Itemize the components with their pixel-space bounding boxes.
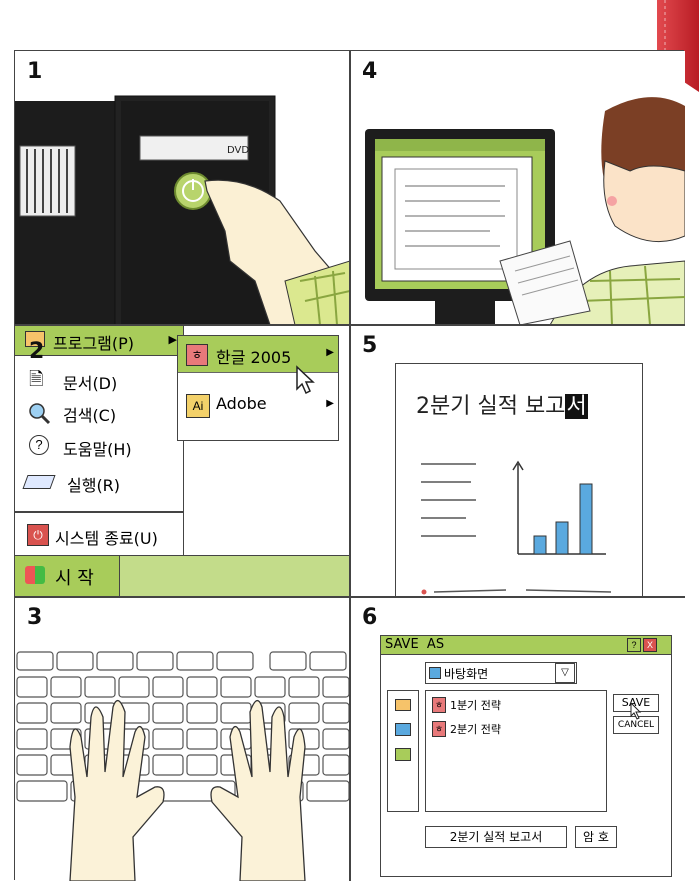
divider-horizontal-1 — [15, 324, 685, 326]
adobe-app-icon: Ai — [186, 394, 210, 418]
panel-write-report: 5 2분기 실적 보고서 — [350, 325, 685, 597]
file-list: ㅎ 1분기 전략 ㅎ 2분기 전략 — [425, 690, 607, 812]
keyboard-hands-illustration — [16, 651, 350, 881]
location-dropdown[interactable]: 바탕화면 — [425, 662, 577, 684]
help-button[interactable]: ? — [627, 638, 641, 652]
password-button[interactable]: 암 호 — [575, 826, 617, 848]
panel-number: 5 — [362, 333, 378, 358]
submenu-item-hangul[interactable]: ㅎ 한글 2005 ▶ — [178, 336, 338, 373]
places-sidebar — [387, 690, 419, 812]
report-content-illustration — [421, 460, 612, 595]
power-icon: ⏻ — [27, 524, 49, 546]
chart-bar-1 — [533, 535, 547, 555]
computer-icon[interactable] — [395, 723, 411, 736]
start-menu: 프로그램(P) ▶ 🗎 문서(D) 검색(C) ? 도움말(H) 실행(R) ⏻ — [15, 325, 184, 555]
divider-vertical — [349, 51, 351, 881]
divider-horizontal-2 — [15, 596, 685, 598]
menu-item-label: 도움말(H) — [63, 440, 132, 459]
panel-power-on: 1 DVD — [15, 51, 350, 325]
menu-item-programs[interactable]: 프로그램(P) ▶ — [15, 325, 183, 356]
mouse-cursor-icon — [296, 365, 315, 395]
help-icon: ? — [29, 435, 49, 455]
chart-bar-2 — [555, 521, 569, 555]
location-value: 바탕화면 — [444, 667, 489, 681]
file-name: 1분기 전략 — [450, 699, 501, 712]
menu-item-shutdown[interactable]: ⏻ 시스템 종료(U) — [15, 520, 183, 550]
menu-item-documents[interactable]: 🗎 문서(D) — [15, 365, 183, 395]
panel-start-menu: 2 프로그램(P) ▶ 🗎 문서(D) 검색(C) ? 도움말(H) — [15, 325, 350, 597]
save-as-dialog: SAVE AS ? X 바탕화면 ▽ ㅎ 1분기 전략 ㅎ — [380, 635, 672, 877]
document-title: 2분기 실적 보고서 — [416, 388, 588, 420]
submenu-item-label: Adobe — [216, 394, 267, 413]
menu-item-label: 문서(D) — [63, 374, 118, 393]
start-button[interactable]: 시 작 — [15, 556, 120, 596]
mouse-cursor-icon — [630, 702, 642, 720]
dialog-titlebar: SAVE AS ? X — [381, 636, 671, 655]
menu-item-label: 실행(R) — [67, 476, 121, 495]
hangul-app-icon: ㅎ — [186, 344, 208, 366]
computer-tower-illustration: DVD — [15, 95, 350, 325]
start-bar: 시 작 — [15, 555, 350, 597]
storyboard-frame: 1 DVD 4 — [14, 50, 685, 881]
menu-item-label: 시스템 종료(U) — [55, 529, 158, 548]
search-icon — [29, 403, 51, 425]
submenu-item-label: 한글 2005 — [216, 348, 292, 367]
panel-read-document: 4 — [350, 51, 685, 325]
submenu-item-adobe[interactable]: Ai Adobe ▶ — [178, 388, 338, 424]
panel-number: 3 — [27, 605, 43, 630]
document-icon: 🗎 — [29, 369, 44, 389]
run-icon — [22, 475, 56, 489]
dialog-title: SAVE AS — [385, 637, 445, 652]
panel-number: 6 — [362, 605, 378, 630]
person-reading-monitor-illustration — [365, 97, 685, 325]
folder-icon — [25, 331, 45, 347]
menu-item-label: 프로그램(P) — [53, 334, 135, 353]
document-page: 2분기 실적 보고서 — [395, 363, 643, 597]
menu-divider — [15, 511, 183, 513]
title-text: 2분기 실적 보고 — [416, 394, 566, 419]
panel-save-as: 6 SAVE AS ? X 바탕화면 ▽ ㅎ 1분기 전략 — [350, 597, 685, 881]
submenu-arrow-icon: ▶ — [168, 334, 177, 346]
submenu-arrow-icon: ▶ — [326, 398, 334, 409]
desktop-icon — [429, 667, 441, 679]
start-label: 시 작 — [55, 568, 94, 589]
filename-input[interactable]: 2분기 실적 보고서 — [425, 826, 567, 848]
panel-number: 4 — [362, 59, 378, 84]
chart-bar-3 — [579, 483, 593, 555]
folder-icon[interactable] — [395, 699, 411, 711]
file-name: 2분기 전략 — [450, 723, 501, 736]
chevron-down-icon[interactable]: ▽ — [555, 663, 575, 683]
submenu-arrow-icon: ▶ — [326, 347, 334, 358]
drive-icon[interactable] — [395, 748, 411, 761]
dvd-label: DVD — [227, 145, 249, 156]
windows-logo-icon — [25, 566, 45, 584]
menu-item-label: 검색(C) — [63, 406, 117, 425]
menu-item-search[interactable]: 검색(C) — [15, 397, 183, 427]
panel-number: 1 — [27, 59, 43, 84]
close-button[interactable]: X — [643, 638, 657, 652]
title-cursor-char: 서 — [565, 394, 588, 419]
menu-item-run[interactable]: 실행(R) — [15, 467, 183, 497]
hangul-file-icon: ㅎ — [432, 721, 446, 737]
programs-submenu: ㅎ 한글 2005 ▶ Ai Adobe ▶ — [177, 335, 339, 441]
panel-number: 2 — [29, 339, 45, 364]
menu-item-help[interactable]: ? 도움말(H) — [15, 431, 183, 461]
panel-typing: 3 — [15, 597, 350, 881]
hangul-file-icon: ㅎ — [432, 697, 446, 713]
